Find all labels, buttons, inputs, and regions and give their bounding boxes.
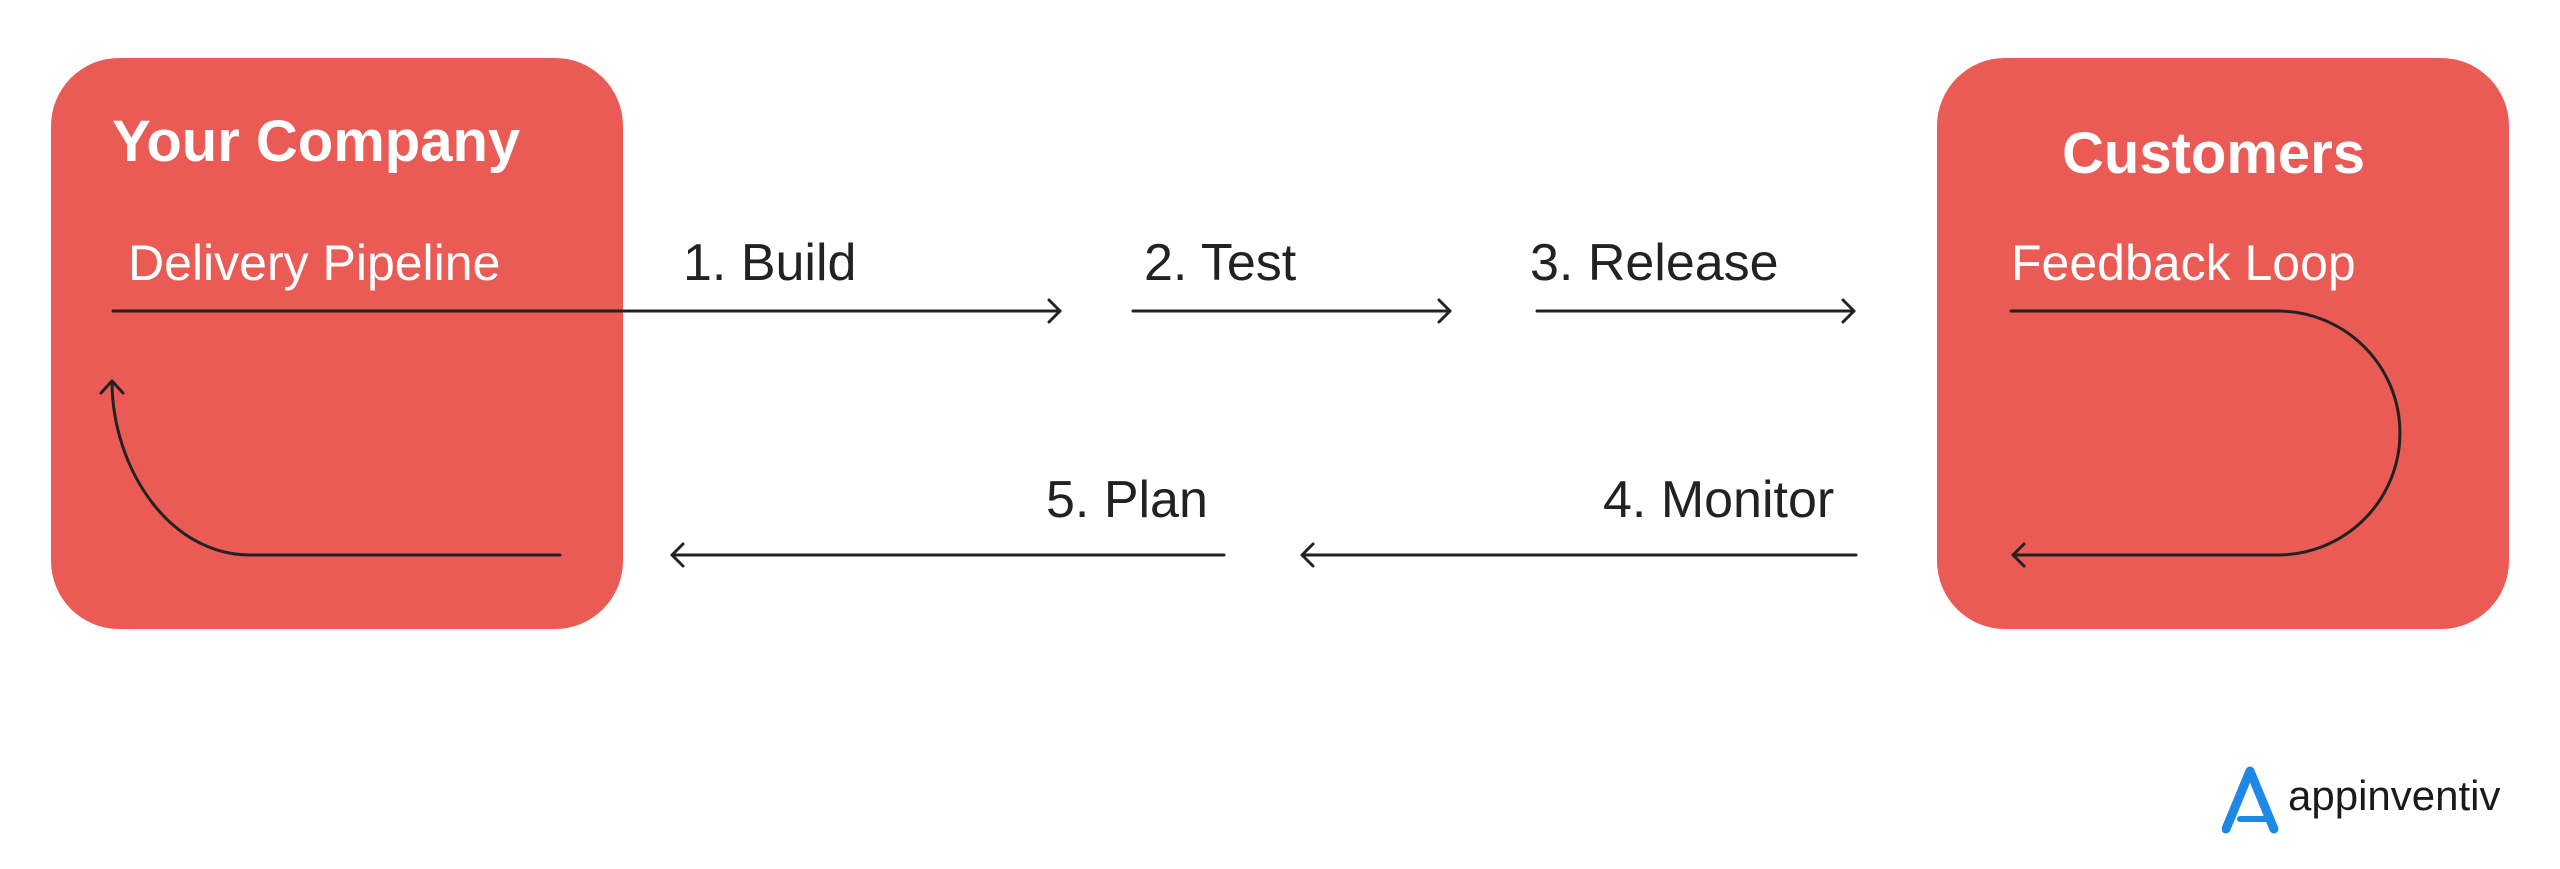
return-curve-arrow — [99, 379, 562, 557]
brand-name: appinventiv — [2288, 772, 2501, 819]
company-subtitle: Delivery Pipeline — [128, 235, 501, 291]
step-monitor-label: 4. Monitor — [1603, 471, 1835, 529]
plan-arrow — [670, 542, 1226, 568]
brand-logo: appinventiv — [2221, 765, 2512, 835]
monitor-arrow — [1300, 542, 1858, 568]
feedback-loop-arrow — [2009, 309, 2402, 568]
customers-title: Customers — [2062, 121, 2365, 186]
step-release-label: 3. Release — [1530, 234, 1779, 292]
step-test-label: 2. Test — [1144, 234, 1297, 292]
company-box — [51, 58, 623, 629]
test-arrow — [1131, 298, 1452, 324]
build-arrow — [111, 298, 1062, 324]
customers-subtitle: Feedback Loop — [2011, 235, 2356, 291]
appinventiv-logo-icon — [2221, 766, 2279, 834]
company-title: Your Company — [112, 109, 521, 174]
release-arrow — [1535, 298, 1856, 324]
step-build-label: 1. Build — [683, 234, 857, 292]
customers-box — [1937, 58, 2509, 629]
step-plan-label: 5. Plan — [1046, 471, 1208, 529]
